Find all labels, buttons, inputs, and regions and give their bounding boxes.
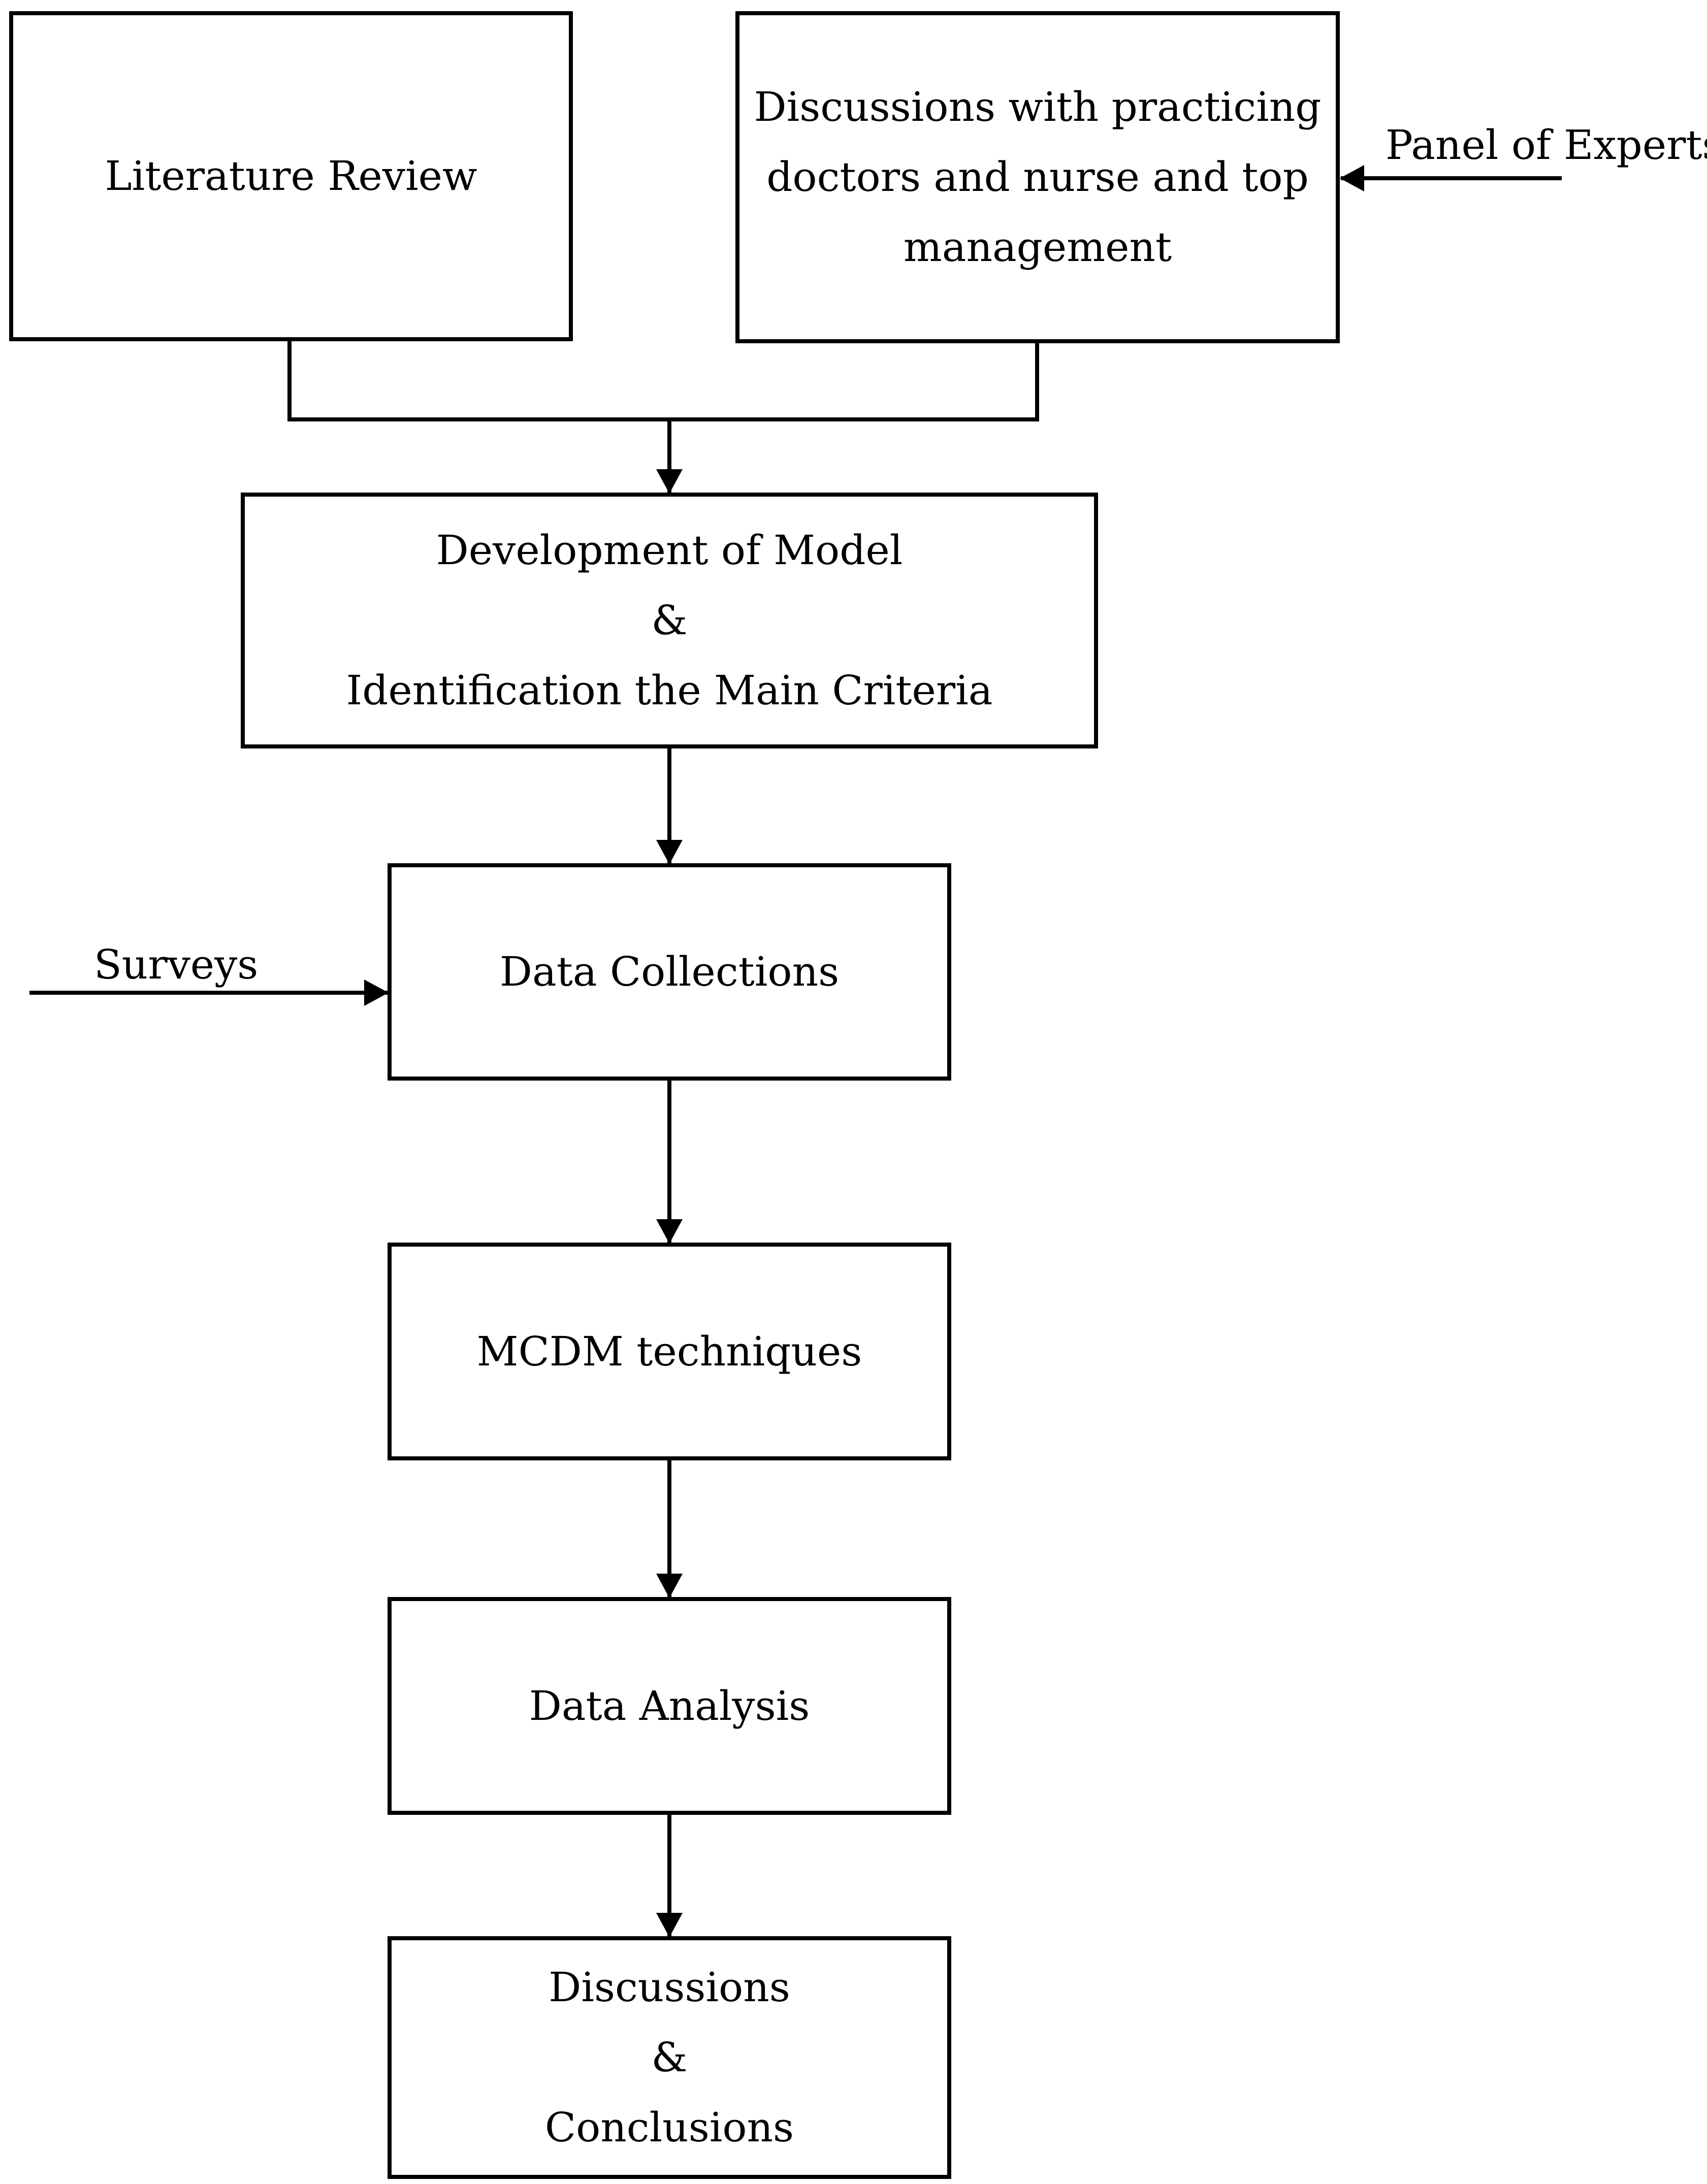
- model-development-line-3: Identification the Main Criteria: [346, 667, 993, 714]
- discussions-practitioners-line-1: Discussions with practicing: [754, 83, 1322, 131]
- panel-of-experts-label: Panel of Experts: [1386, 121, 1707, 169]
- data-analysis-box: Data Analysis: [388, 1597, 951, 1815]
- mcdm-techniques-box: MCDM techniques: [388, 1243, 951, 1460]
- discussions-conclusions-line-3: Conclusions: [544, 2104, 794, 2151]
- data-collections-box: Data Collections: [388, 863, 951, 1081]
- discussions-conclusions-box: Discussions & Conclusions: [388, 1936, 951, 2179]
- literature-review-label: Literature Review: [105, 152, 477, 200]
- discussions-conclusions-ampersand: &: [651, 2034, 688, 2081]
- model-development-box: Development of Model & Identification th…: [241, 493, 1098, 748]
- surveys-label: Surveys: [94, 941, 259, 988]
- data-collections-label: Data Collections: [499, 948, 840, 995]
- model-development-line-1: Development of Model: [436, 527, 903, 574]
- discussions-practitioners-box: Discussions with practicing doctors and …: [735, 11, 1340, 343]
- discussions-conclusions-line-1: Discussions: [549, 1964, 790, 2011]
- discussions-practitioners-line-2: doctors and nurse and top: [766, 153, 1309, 201]
- edge-discussions-practitioners-to-merge: [669, 341, 1039, 421]
- edge-literature-review-to-merge: [287, 341, 669, 421]
- discussions-practitioners-line-3: management: [903, 223, 1172, 271]
- literature-review-box: Literature Review: [9, 11, 573, 341]
- data-analysis-label: Data Analysis: [529, 1682, 810, 1730]
- mcdm-techniques-label: MCDM techniques: [476, 1327, 862, 1375]
- model-development-ampersand: &: [651, 597, 688, 644]
